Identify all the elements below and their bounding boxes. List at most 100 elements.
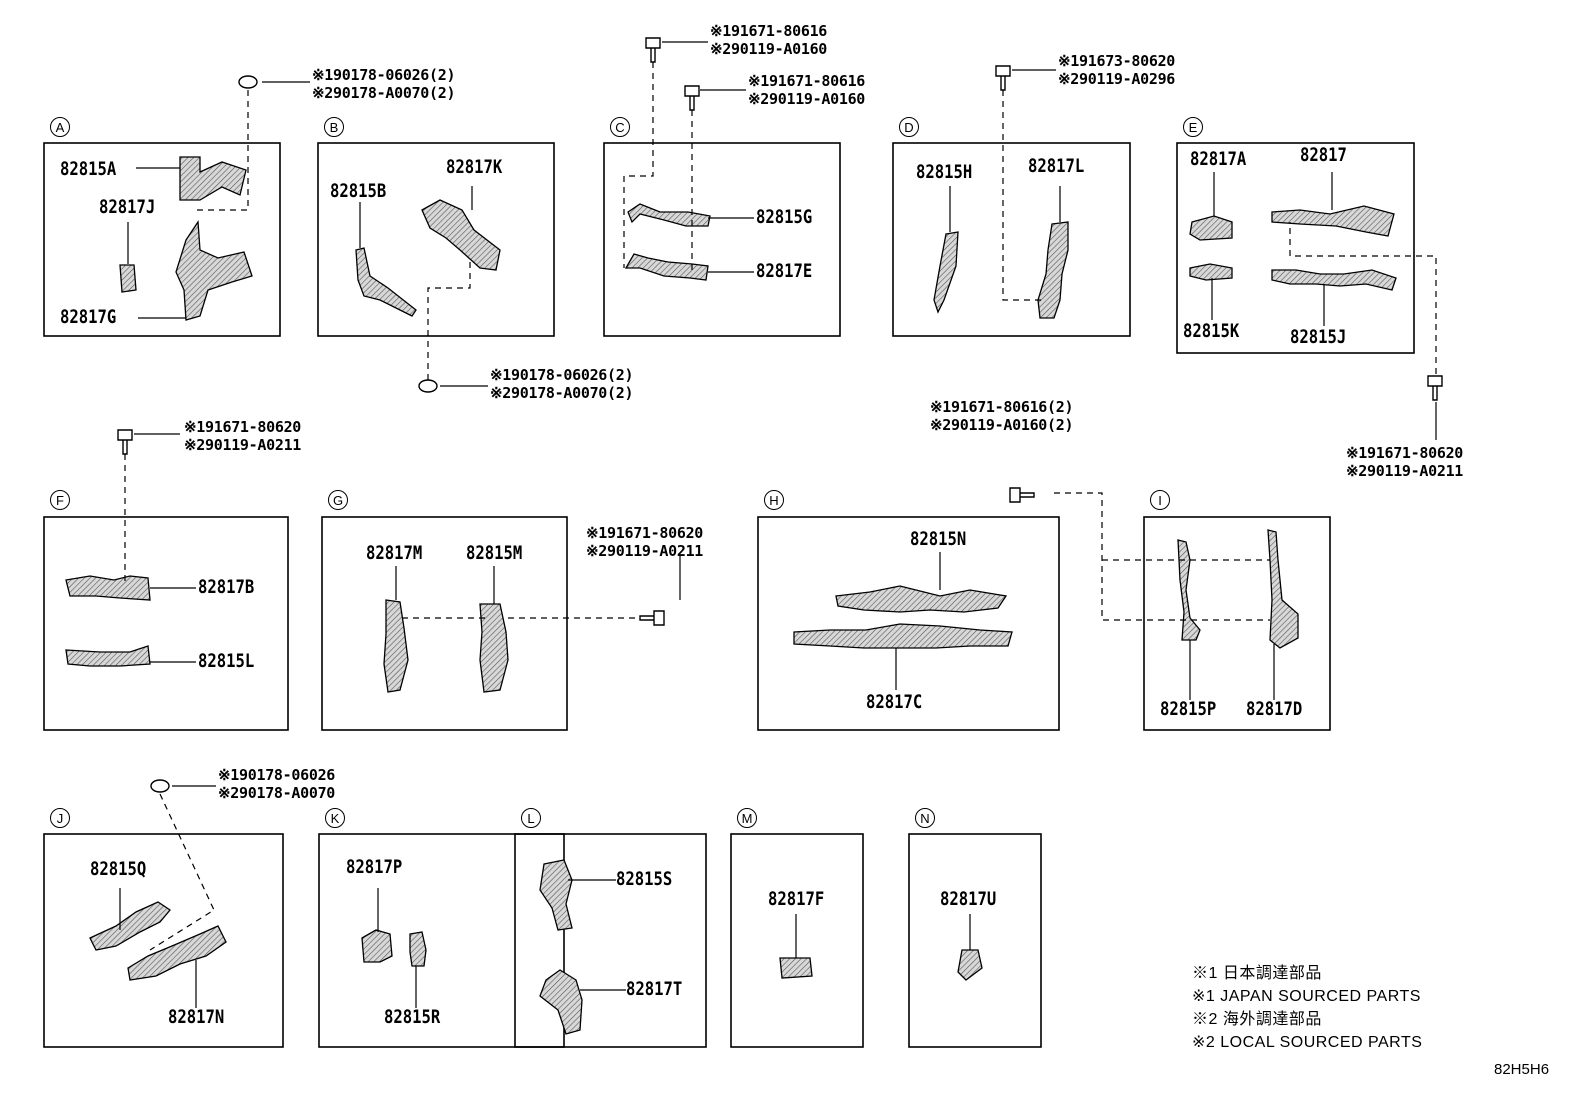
part-82817E-shape <box>624 253 709 281</box>
part-label-82815G: 82815G <box>756 206 813 228</box>
part-82817B-shape <box>65 575 151 601</box>
bolt-code-f-1: ※191671-80620 <box>184 418 302 436</box>
part-82817K-shape <box>421 199 501 271</box>
part-82815H-shape <box>933 231 959 314</box>
part-82815N-shape <box>835 585 1008 613</box>
part-82817-shape <box>1271 205 1395 237</box>
bolt-code-c-4: ※290119-A0160 <box>748 90 866 108</box>
bolt-code-b-2: ※290178-A0070(2) <box>490 384 634 402</box>
part-82817C-shape <box>793 623 1013 649</box>
bolt-c2-icon <box>684 85 700 111</box>
legend-line-4: ※2 LOCAL SOURCED PARTS <box>1192 1034 1423 1051</box>
part-label-82815H: 82815H <box>916 161 973 183</box>
callout-b: B <box>324 117 344 137</box>
frame-g <box>321 516 568 731</box>
nut-a-icon <box>238 75 258 89</box>
part-82815P-shape <box>1177 539 1201 641</box>
part-label-82817C: 82817C <box>866 691 923 713</box>
bolt-code-d-1: ※191673-80620 <box>1058 52 1176 70</box>
part-label-82817B: 82817B <box>198 576 255 598</box>
part-82817J-shape <box>119 264 137 293</box>
part-label-82815J: 82815J <box>1290 326 1347 348</box>
callout-k: K <box>325 808 345 828</box>
part-label-82817D: 82817D <box>1246 698 1303 720</box>
part-label-82817E: 82817E <box>756 260 813 282</box>
frame-h <box>757 516 1060 731</box>
bolt-d-icon <box>995 65 1011 91</box>
part-label-82815A: 82815A <box>60 158 117 180</box>
frame-m <box>730 833 864 1048</box>
part-82817D-shape <box>1267 529 1299 649</box>
part-label-82817: 82817 <box>1300 144 1347 166</box>
bolt-code-c-3: ※191671-80616 <box>748 72 866 90</box>
part-label-82815R: 82815R <box>384 1006 441 1028</box>
part-82815Q-shape <box>89 901 171 951</box>
part-82815M-shape <box>479 603 509 693</box>
frame-e <box>1176 142 1415 354</box>
bolt-code-g-1: ※191671-80620 <box>586 524 704 542</box>
bolt-code-g-2: ※290119-A0211 <box>586 542 704 560</box>
nut-b-icon <box>418 379 438 393</box>
part-label-82817M: 82817M <box>366 542 423 564</box>
bolt-code-d-2: ※290119-A0296 <box>1058 70 1176 88</box>
callout-a: A <box>50 117 70 137</box>
callout-h: H <box>764 490 784 510</box>
bolt-c1-icon <box>645 37 661 63</box>
legend-line-3: ※2 海外調達部品 <box>1192 1011 1322 1028</box>
part-82817M-shape <box>383 599 409 693</box>
part-label-82817U: 82817U <box>940 888 997 910</box>
callout-j: J <box>50 808 70 828</box>
part-82815L-shape <box>65 645 151 667</box>
nut-j-icon <box>150 779 170 793</box>
part-82817T-shape <box>539 969 583 1035</box>
bolt-code-e-2: ※290119-A0211 <box>1346 462 1464 480</box>
bolt-e-icon <box>1427 375 1443 401</box>
part-82815K-shape <box>1189 263 1233 281</box>
part-label-82815M: 82815M <box>466 542 523 564</box>
frame-f <box>43 516 289 731</box>
callout-i: I <box>1150 490 1170 510</box>
bolt-code-j-2: ※290178-A0070 <box>218 784 336 802</box>
bolt-code-e-1: ※191671-80620 <box>1346 444 1464 462</box>
part-label-82815N: 82815N <box>910 528 967 550</box>
frame-k <box>318 833 565 1048</box>
frame-d <box>892 142 1131 337</box>
part-82815J-shape <box>1271 269 1397 291</box>
part-82815S-shape <box>539 859 573 931</box>
part-label-82817N: 82817N <box>168 1006 225 1028</box>
part-label-82815L: 82815L <box>198 650 255 672</box>
part-label-82817L: 82817L <box>1028 155 1085 177</box>
callout-l: L <box>521 808 541 828</box>
part-82817U-shape <box>957 949 983 981</box>
part-label-82815K: 82815K <box>1183 320 1240 342</box>
bolt-f-icon <box>117 429 133 455</box>
part-label-82817A: 82817A <box>1190 148 1247 170</box>
part-82815A-shape <box>179 156 247 201</box>
callout-c: C <box>610 117 630 137</box>
part-82815G-shape <box>627 203 711 227</box>
part-82815B-shape <box>355 247 417 317</box>
diagram-code: 82H5H6 <box>1494 1061 1550 1078</box>
part-label-82817P: 82817P <box>346 856 403 878</box>
bolt-code-h-2: ※290119-A0160(2) <box>930 416 1074 434</box>
legend-line-1: ※1 日本調達部品 <box>1192 965 1322 982</box>
callout-f: F <box>50 490 70 510</box>
legend-line-2: ※1 JAPAN SOURCED PARTS <box>1192 988 1421 1005</box>
bolt-code-f-2: ※290119-A0211 <box>184 436 302 454</box>
part-82817A-shape <box>1189 215 1233 241</box>
part-label-82815Q: 82815Q <box>90 858 147 880</box>
frame-b <box>317 142 555 337</box>
bolt-code-j-1: ※190178-06026 <box>218 766 336 784</box>
bolt-code-c-1: ※191671-80616 <box>710 22 828 40</box>
frame-n <box>908 833 1042 1048</box>
bolt-code-a-2: ※290178-A0070(2) <box>312 84 456 102</box>
part-82817P-shape <box>361 929 393 963</box>
bolt-code-a-1: ※190178-06026(2) <box>312 66 456 84</box>
frame-a <box>43 142 281 337</box>
part-label-82815P: 82815P <box>1160 698 1217 720</box>
frame-l <box>514 833 707 1048</box>
bolt-code-c-2: ※290119-A0160 <box>710 40 828 58</box>
bolt-h-icon <box>1009 487 1035 503</box>
